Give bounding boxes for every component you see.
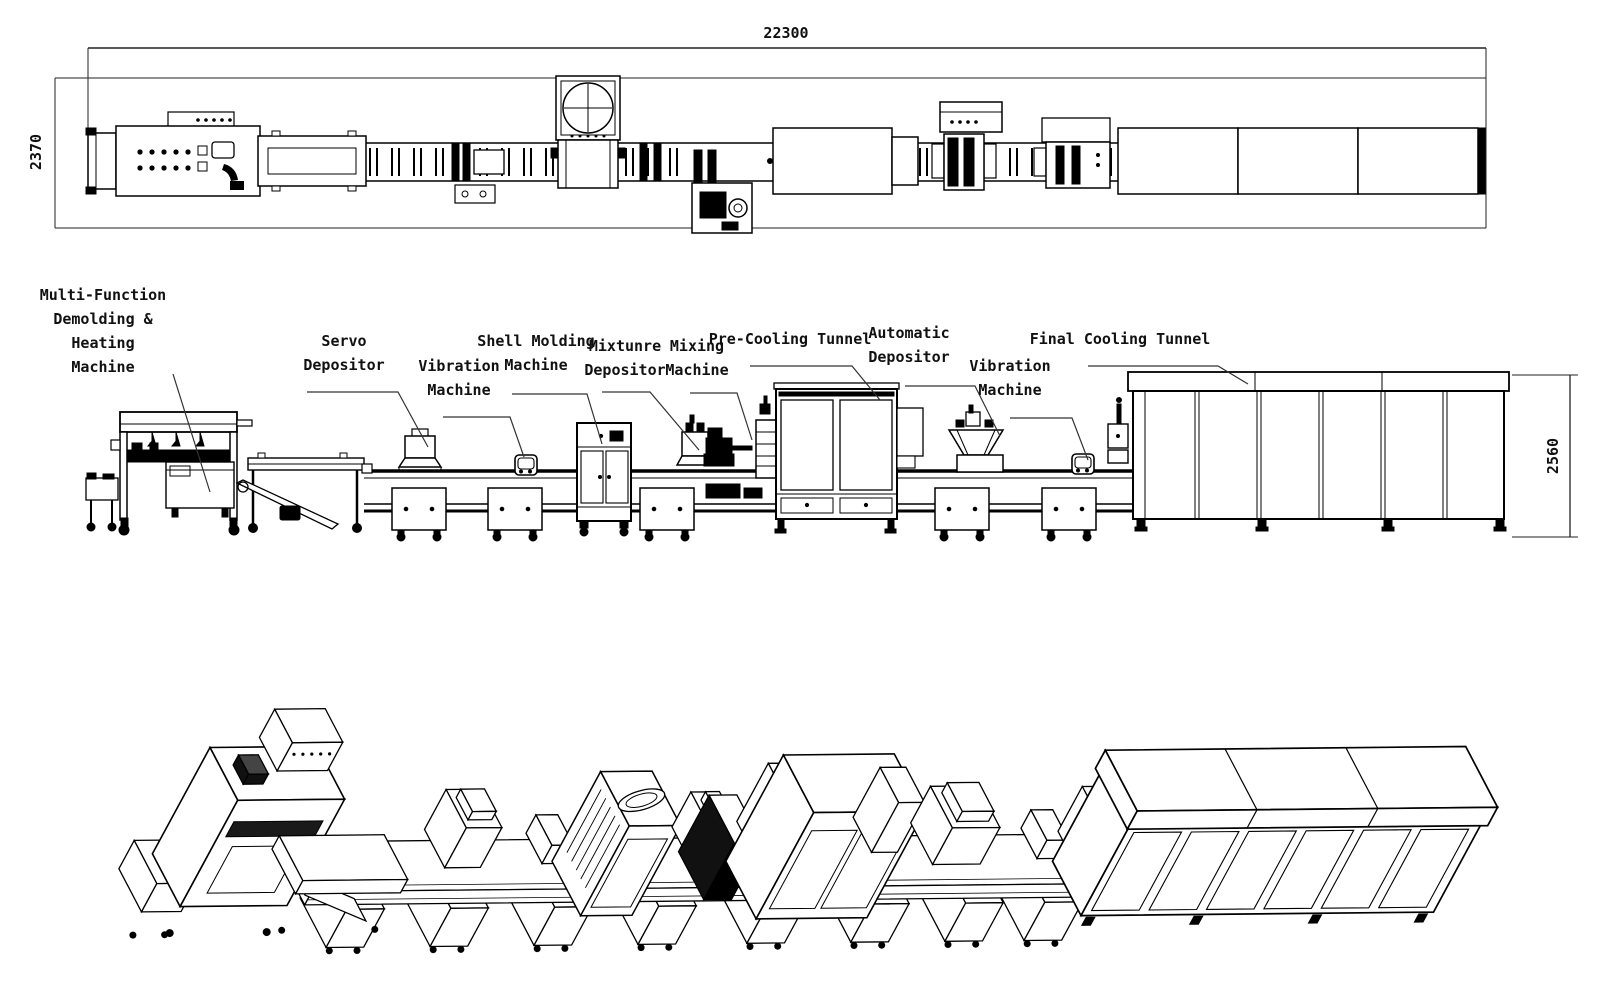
label-pre-cooling-tunnel: Pre-Cooling Tunnel [708, 330, 872, 348]
dimension-total-length: 22300 [763, 24, 809, 42]
label-final-cooling-tunnel: Final Cooling Tunnel [1029, 330, 1211, 348]
elevation-view-drawing [85, 365, 1578, 542]
isometric-view-drawing [118, 707, 1500, 955]
plan-view-drawing [54, 47, 1487, 234]
dimension-tunnel-height: 2560 [1544, 437, 1562, 475]
dimension-line-width: 2370 [27, 133, 45, 171]
leader-lines [172, 365, 1249, 493]
